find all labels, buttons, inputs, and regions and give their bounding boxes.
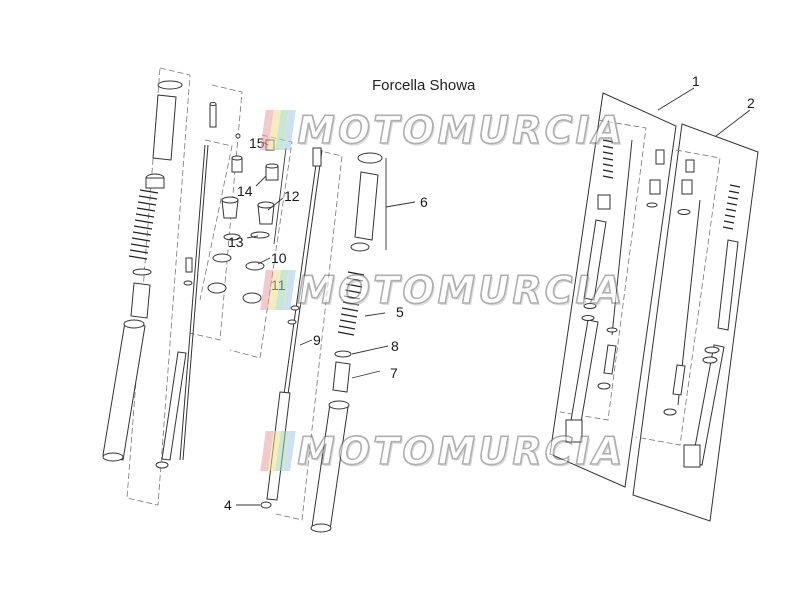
watermark-middle: MOTOMURCIA	[260, 267, 629, 313]
callout-10: 10	[271, 250, 287, 266]
callout-12: 12	[284, 188, 300, 204]
callout-9: 9	[313, 332, 321, 348]
watermark-top: MOTOMURCIA	[260, 107, 629, 153]
guide-frames	[126, 67, 721, 521]
assembled-fork-1	[565, 139, 665, 443]
diagram-title: Forcella Showa	[372, 77, 476, 94]
left-fork-parts	[102, 80, 217, 469]
callout-13: 13	[228, 234, 244, 250]
assembled-fork-2	[663, 159, 741, 468]
assembly-panel-2	[632, 123, 759, 522]
watermark-text: MOTOMURCIA	[292, 428, 629, 474]
callout-7: 7	[390, 365, 398, 381]
assembly-panel-1	[549, 92, 677, 488]
center-fork-parts	[260, 147, 383, 533]
watermark-flag-icon	[260, 431, 296, 471]
watermark-text: MOTOMURCIA	[292, 267, 629, 313]
callout-2: 2	[747, 95, 755, 111]
watermark-text: MOTOMURCIA	[292, 107, 629, 153]
callout-14: 14	[237, 183, 253, 199]
callout-1: 1	[692, 73, 700, 89]
callout-6: 6	[420, 194, 428, 210]
callout-5: 5	[396, 304, 404, 320]
watermark-flag-icon	[260, 270, 296, 310]
leader-lines	[236, 87, 751, 506]
callout-8: 8	[391, 338, 399, 354]
watermark-bottom: MOTOMURCIA	[260, 428, 629, 474]
watermark-flag-icon	[260, 110, 296, 150]
callout-4: 4	[224, 497, 232, 513]
